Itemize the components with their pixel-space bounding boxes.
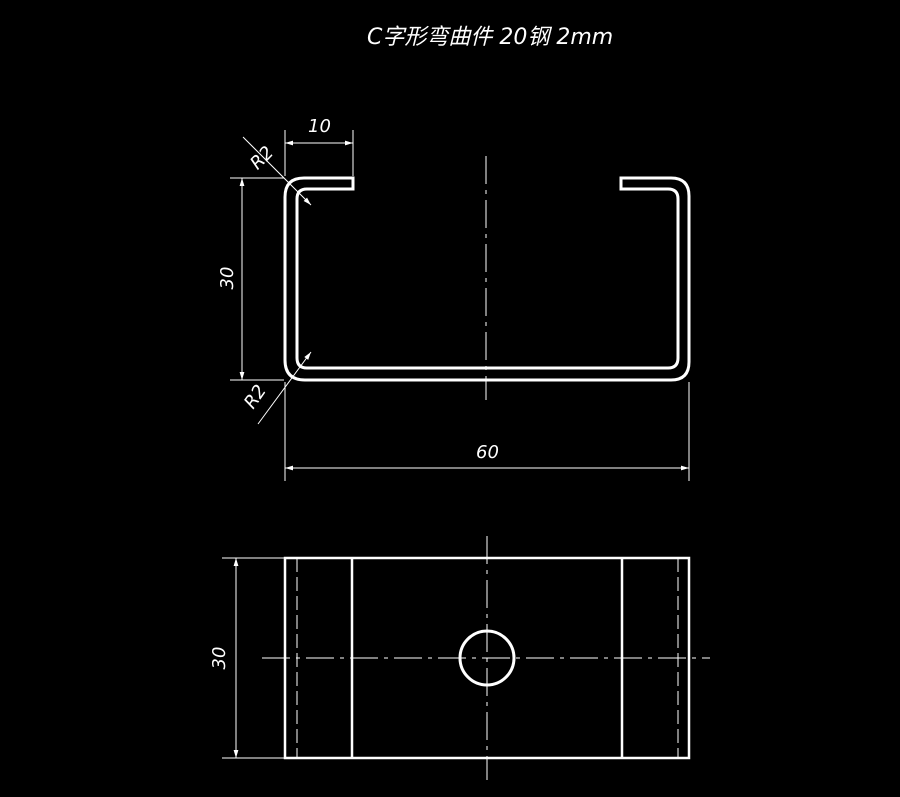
- drawing-title: C字形弯曲件 20钢 2mm: [367, 25, 613, 50]
- flange-dimension-label: 10: [308, 116, 331, 137]
- radius-top-label: R2: [246, 142, 278, 174]
- top-view: 30: [209, 536, 710, 780]
- front-view: 10 R2 R2 30 60: [217, 116, 691, 481]
- c-profile-outline: [283, 176, 691, 382]
- width-dimension-label: 60: [476, 442, 499, 463]
- radius-top-leader: [242, 136, 312, 206]
- top-height-dimension-label: 30: [209, 647, 230, 670]
- height-dimension-label: 30: [217, 267, 238, 290]
- radius-bottom-label: R2: [240, 381, 271, 413]
